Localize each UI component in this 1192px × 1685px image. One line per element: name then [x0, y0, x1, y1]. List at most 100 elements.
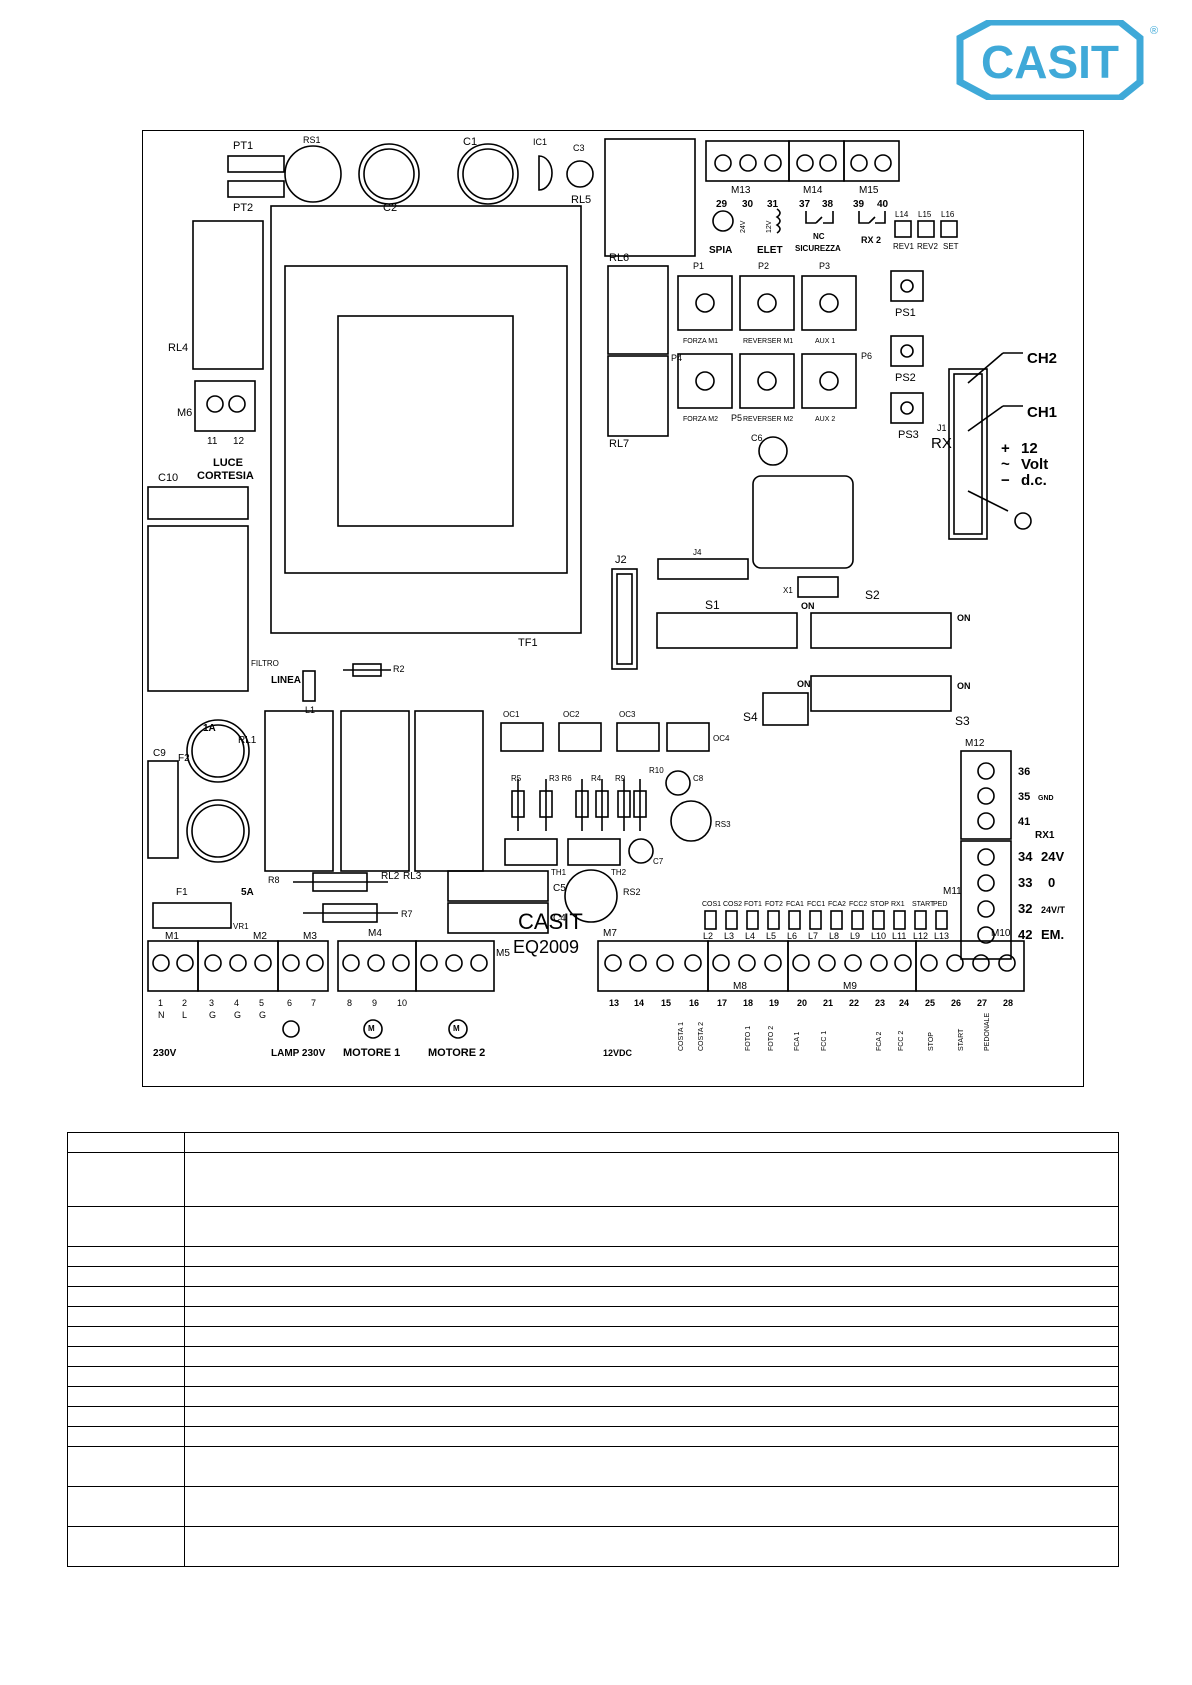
- label-filtro: FILTRO: [251, 659, 279, 668]
- m11-val-3: EM.: [1041, 927, 1064, 942]
- label-s4-on: ON: [797, 679, 811, 689]
- label-C8: C8: [693, 774, 704, 783]
- label-plus-12: +: [1001, 440, 1010, 457]
- table-row: [67, 1386, 1119, 1407]
- label-RL3: RL3: [403, 871, 422, 882]
- table-row: [67, 1266, 1119, 1287]
- label-spia: SPIA: [709, 245, 732, 256]
- label-rev2: REV2: [917, 242, 938, 251]
- label-F1: F1: [176, 887, 188, 898]
- label-R8: R8: [268, 875, 280, 885]
- table-row: [67, 1346, 1119, 1367]
- terminal-num-13: 13: [609, 998, 619, 1008]
- label-TH2: TH2: [611, 868, 627, 877]
- input-label-2: FOTO 1: [745, 1026, 752, 1051]
- bottom-letter-1: L: [182, 1010, 187, 1020]
- label-minus: −: [1001, 472, 1010, 489]
- table-cell: [184, 1266, 1119, 1287]
- table-cell: [184, 1246, 1119, 1267]
- table-cell: [67, 1206, 185, 1247]
- bottom-num-8: 9: [372, 998, 377, 1008]
- table-cell: [184, 1132, 1119, 1153]
- label-M4: M4: [368, 928, 382, 939]
- led-top-label-8: STOP: [870, 901, 889, 908]
- label-s1-on: ON: [801, 601, 815, 611]
- table-cell: [184, 1152, 1119, 1207]
- bottom-letter-2: G: [209, 1010, 216, 1020]
- bottom-num-4: 5: [259, 998, 264, 1008]
- table-cell: [184, 1306, 1119, 1327]
- bottom-num-2: 3: [209, 998, 214, 1008]
- table-row: [67, 1446, 1119, 1487]
- label-PS1: PS1: [895, 307, 916, 319]
- label-set: SET: [943, 242, 959, 251]
- label-P5: P5: [731, 413, 742, 423]
- label-P4: P4: [671, 353, 682, 363]
- label-S3: S3: [955, 714, 970, 728]
- table-row: [67, 1286, 1119, 1307]
- label-RL2: RL2: [381, 871, 400, 882]
- label-C6: C6: [751, 433, 763, 443]
- led-top-label-7: FCC2: [849, 901, 867, 908]
- label-lamp: LAMP 230V: [271, 1048, 326, 1059]
- label-M1: M1: [165, 931, 179, 942]
- board-svg: PT1 PT2 RS1 C2 C1 IC1 C3 RL5 RL4 M6 11 1…: [147, 135, 1066, 1059]
- label-L1: L1: [305, 705, 315, 715]
- terminal-num-15: 15: [661, 998, 671, 1008]
- table-cell: [184, 1326, 1119, 1347]
- label-P6: P6: [861, 351, 872, 361]
- table-row: [67, 1406, 1119, 1427]
- led-top-label-4: FCA1: [786, 901, 804, 908]
- terminal-num-23: 23: [875, 998, 885, 1008]
- label-M9: M9: [843, 981, 857, 992]
- input-label-8: STOP: [928, 1032, 935, 1051]
- label-M5: M5: [496, 948, 510, 959]
- led-name-L11: L11: [892, 931, 906, 941]
- table-row: [67, 1326, 1119, 1347]
- table-cell: [67, 1306, 185, 1327]
- table-row: [67, 1486, 1119, 1527]
- table-cell: [184, 1406, 1119, 1427]
- label-luce: LUCE: [213, 457, 243, 469]
- led-name-L6: L6: [787, 931, 797, 941]
- label-C9: C9: [153, 748, 166, 759]
- terminal-num-19: 19: [769, 998, 779, 1008]
- label-s2-on: ON: [957, 613, 971, 623]
- table-row: [67, 1306, 1119, 1327]
- input-label-0: COSTA 1: [678, 1022, 685, 1051]
- label-M10: M10: [991, 928, 1011, 939]
- table-row: [67, 1152, 1119, 1207]
- m6-num-1: 12: [233, 436, 245, 447]
- table-row: [67, 1206, 1119, 1247]
- terminal-num-24: 24: [899, 998, 909, 1008]
- terminal-num-28: 28: [1003, 998, 1013, 1008]
- terminal-num-25: 25: [925, 998, 935, 1008]
- bottom-letter-0: N: [158, 1010, 165, 1020]
- led-name-L7: L7: [808, 931, 818, 941]
- input-label-9: START: [958, 1028, 965, 1051]
- label-RL7: RL7: [609, 438, 629, 450]
- bottom-num-7: 8: [347, 998, 352, 1008]
- label-cortesia: CORTESIA: [197, 470, 254, 482]
- label-elet: ELET: [757, 245, 783, 256]
- label-rx2: RX 2: [861, 235, 881, 245]
- label-S2: S2: [865, 588, 880, 602]
- label-R10: R10: [649, 766, 664, 775]
- casit-logo: CASIT ®: [950, 18, 1160, 102]
- label-M6: M6: [177, 407, 192, 419]
- label-230v: 230V: [153, 1048, 177, 1059]
- label-C7: C7: [653, 857, 664, 866]
- m15-num-1: 40: [877, 199, 889, 210]
- label-C4: C4: [553, 913, 566, 924]
- table-cell: [184, 1446, 1119, 1487]
- m11-num-3: 42: [1018, 927, 1032, 942]
- model-text: EQ2009: [513, 937, 579, 957]
- label-IC1: IC1: [533, 137, 547, 147]
- bottom-num-9: 10: [397, 998, 407, 1008]
- bottom-num-3: 4: [234, 998, 239, 1008]
- led-top-label-9: RX1: [891, 901, 905, 908]
- table-cell: [67, 1406, 185, 1427]
- label-J1: J1: [937, 423, 947, 433]
- m11-num-2: 32: [1018, 901, 1032, 916]
